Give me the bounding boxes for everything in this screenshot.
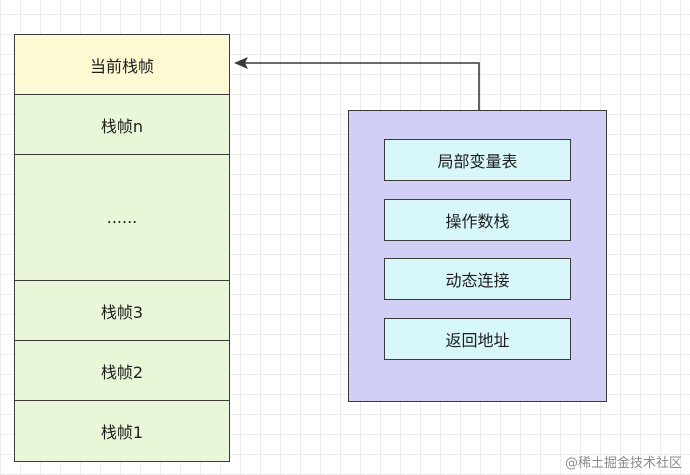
stack-frame-n: 栈帧n: [15, 95, 229, 155]
watermark: @稀土掘金技术社区: [564, 456, 682, 471]
stack-frame-1: 栈帧1: [15, 401, 229, 461]
dynamic-linking: 动态连接: [384, 258, 571, 300]
arrow-line: [244, 62, 480, 110]
part-label: 动态连接: [445, 271, 510, 290]
part-label: 返回地址: [445, 331, 510, 350]
stack-frame-label: ......: [106, 208, 138, 227]
stack-frame-current: 当前栈帧: [15, 35, 229, 95]
stack-frame-label: 栈帧3: [100, 302, 144, 322]
arrow-head: [234, 57, 248, 69]
part-label: 操作数栈: [445, 212, 510, 231]
stack-frame-ellipsis: ......: [15, 155, 229, 281]
stack-frame-2: 栈帧2: [15, 341, 229, 401]
return-address: 返回地址: [384, 318, 571, 360]
stack-frame-3: 栈帧3: [15, 281, 229, 341]
operand-stack: 操作数栈: [384, 199, 571, 241]
stack-frame-label: 栈帧2: [100, 362, 144, 382]
stack-frame-label: 栈帧n: [100, 116, 144, 136]
part-label: 局部变量表: [437, 152, 518, 171]
jvm-stack: 当前栈帧 栈帧n ...... 栈帧3 栈帧2 栈帧1: [14, 34, 230, 462]
stack-frame-label: 栈帧1: [100, 423, 144, 442]
stack-frame-label: 当前栈帧: [89, 56, 154, 76]
stack-frame-detail: 局部变量表 操作数栈 动态连接 返回地址: [348, 110, 607, 402]
local-variable-table: 局部变量表: [384, 139, 571, 181]
